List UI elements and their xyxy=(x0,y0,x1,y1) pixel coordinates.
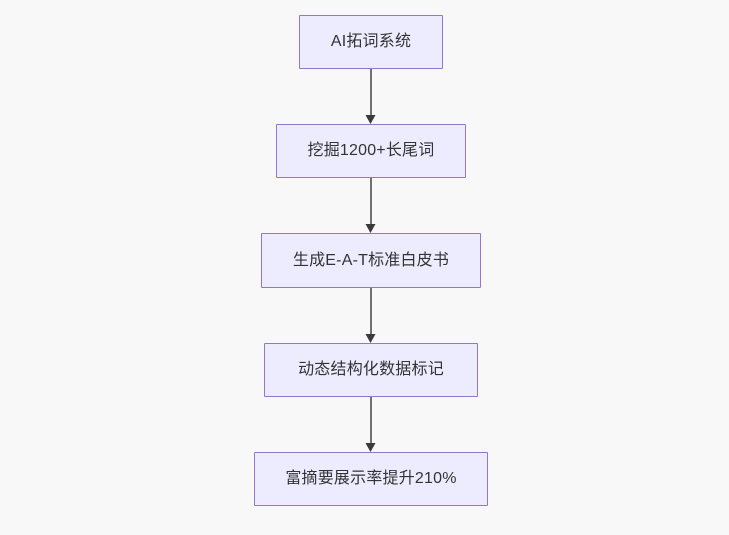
flowchart-node-n4[interactable]: 动态结构化数据标记 xyxy=(264,343,478,397)
node-label: AI拓词系统 xyxy=(330,33,412,50)
edge-line xyxy=(370,288,372,336)
node-label: 生成E-A-T标准白皮书 xyxy=(292,251,450,269)
arrowhead-icon xyxy=(365,443,376,452)
node-label: 动态结构化数据标记 xyxy=(298,361,444,378)
flowchart-node-n3[interactable]: 生成E-A-T标准白皮书 xyxy=(261,233,481,288)
edge-line xyxy=(370,69,372,117)
node-label: 挖掘1200+长尾词 xyxy=(307,142,435,159)
node-label: 富摘要展示率提升210% xyxy=(285,470,457,487)
arrowhead-icon xyxy=(365,115,376,124)
arrowhead-icon xyxy=(365,334,376,343)
edge-line xyxy=(370,397,372,445)
flowchart-node-n5[interactable]: 富摘要展示率提升210% xyxy=(254,452,488,506)
flowchart-node-n1[interactable]: AI拓词系统 xyxy=(299,15,443,69)
edge-line xyxy=(370,178,372,226)
arrowhead-icon xyxy=(365,224,376,233)
flowchart-node-n2[interactable]: 挖掘1200+长尾词 xyxy=(276,124,466,178)
